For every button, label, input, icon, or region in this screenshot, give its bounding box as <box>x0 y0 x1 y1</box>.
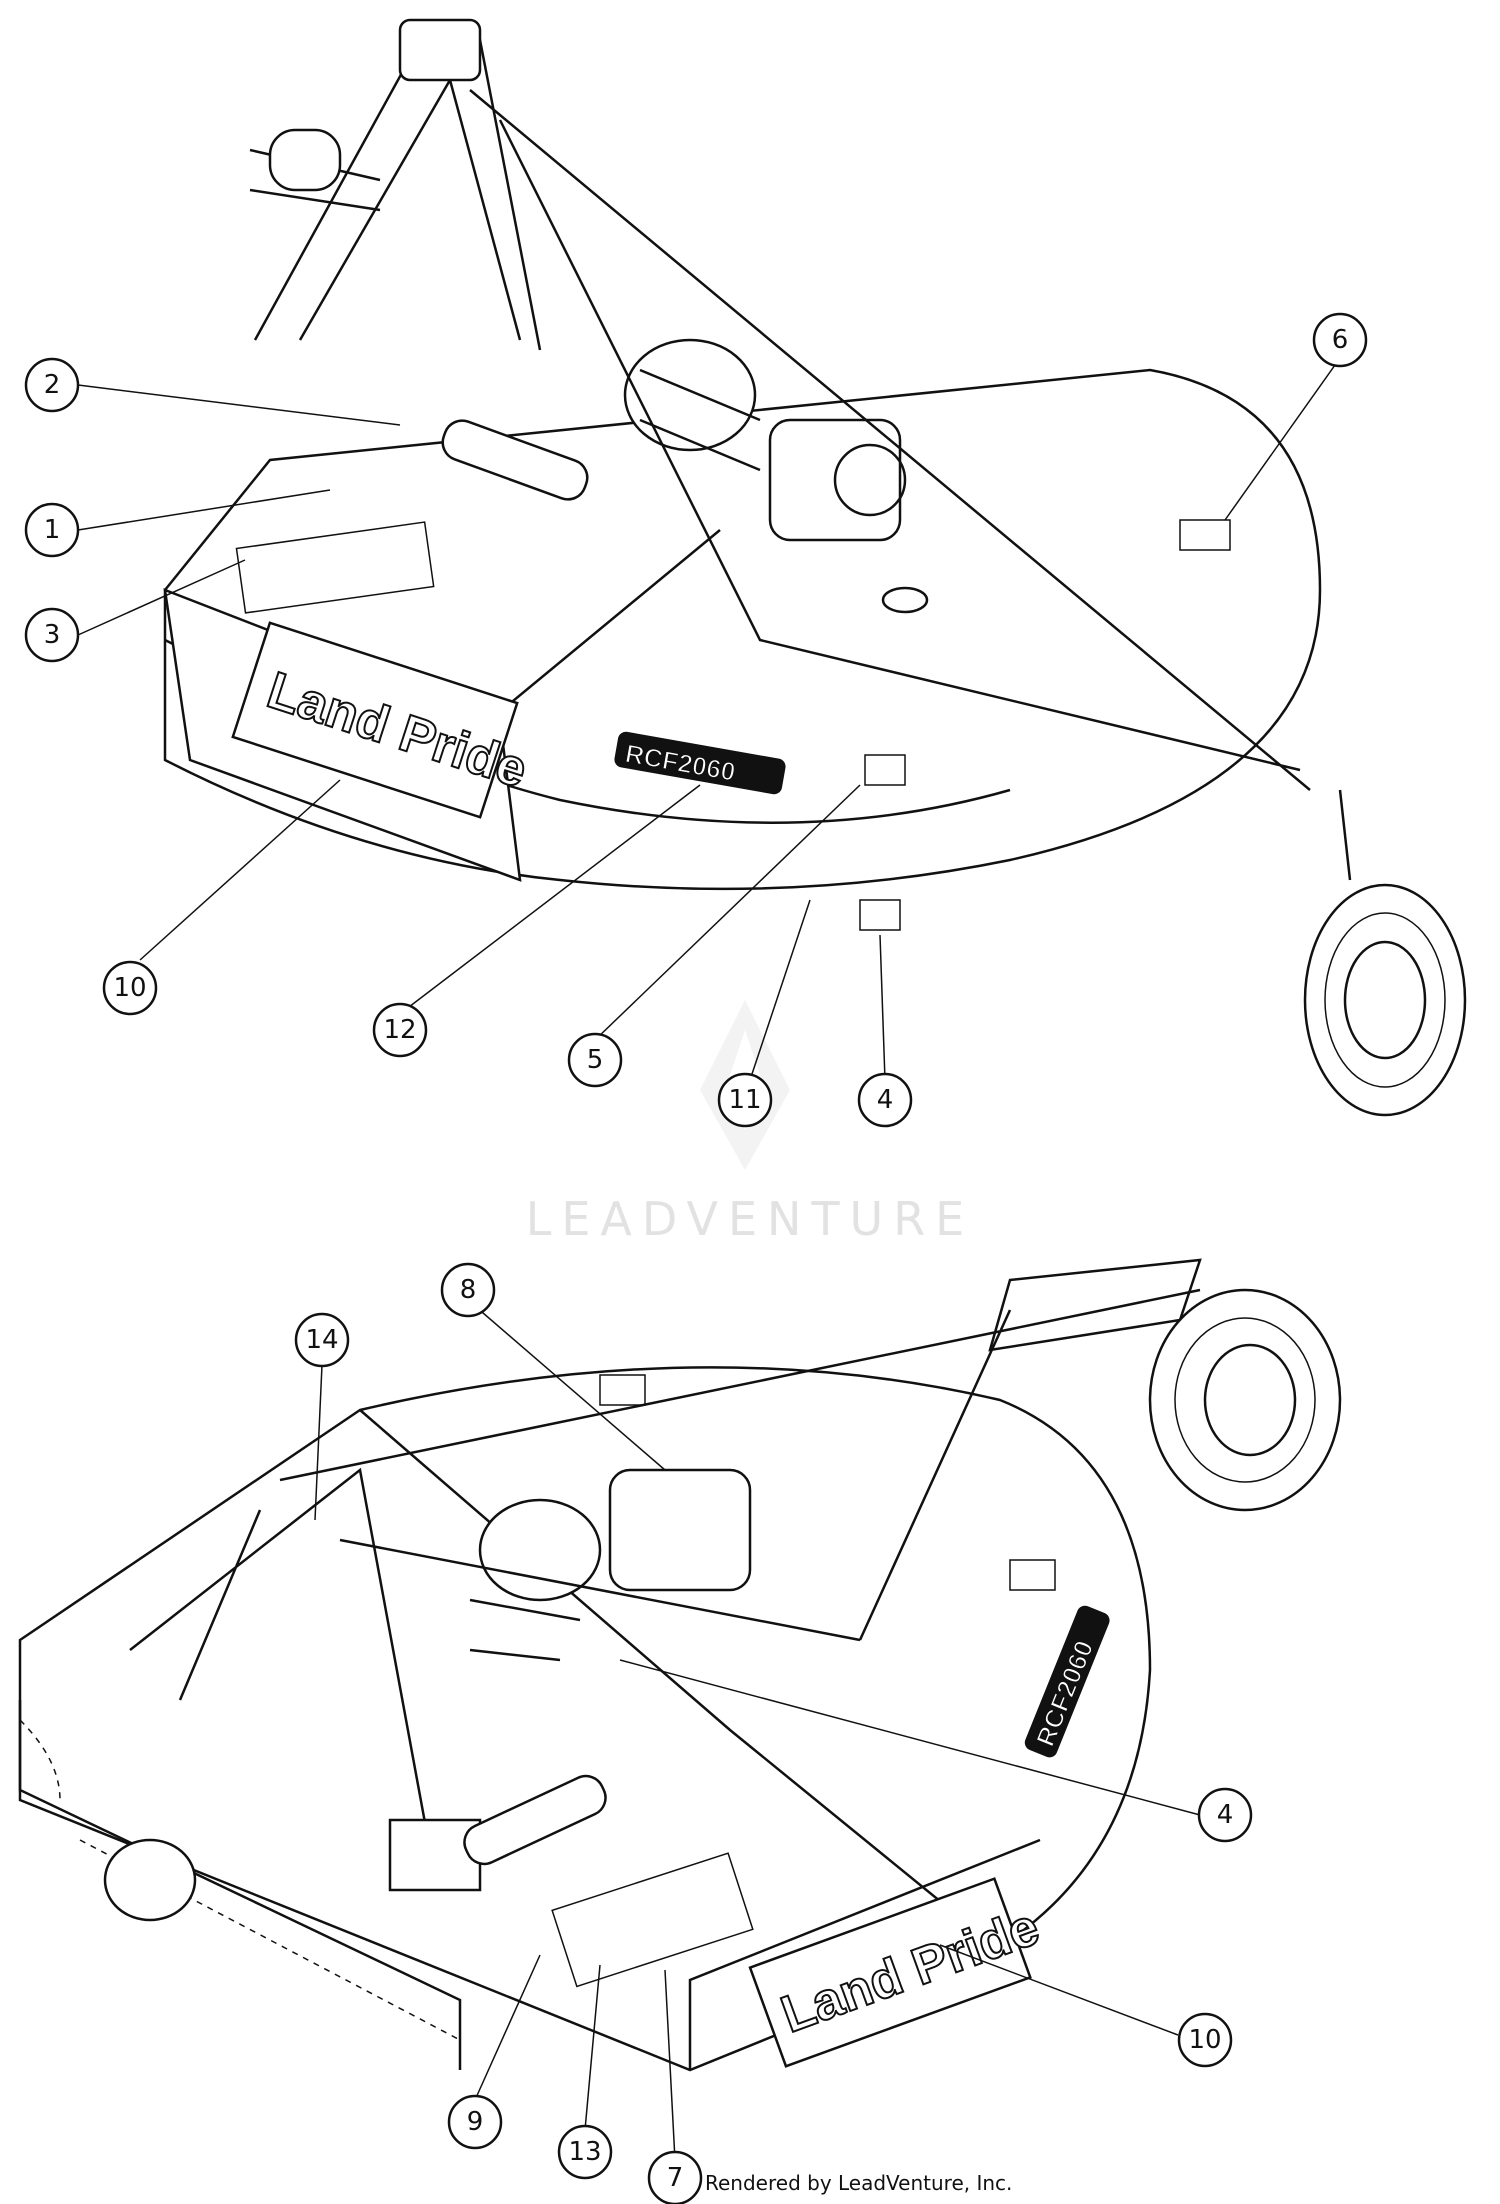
svg-text:7: 7 <box>667 2163 684 2193</box>
svg-text:4: 4 <box>877 1085 894 1115</box>
callout-4-bottom: 4 <box>1197 1787 1253 1843</box>
callout-8: 8 <box>440 1262 496 1318</box>
svg-text:12: 12 <box>383 1015 416 1045</box>
callout-10-bottom: 10 <box>1177 2012 1233 2068</box>
svg-text:14: 14 <box>305 1325 338 1355</box>
callout-7: 7 <box>647 2150 703 2204</box>
svg-text:6: 6 <box>1332 325 1349 355</box>
mower-bottom-view: Land Pride RCF2060 <box>18 1258 1342 2072</box>
callout-4-top: 4 <box>857 1072 913 1128</box>
svg-text:2: 2 <box>44 370 61 400</box>
callout-leaders-top <box>77 357 1341 1081</box>
callout-3: 3 <box>24 607 80 663</box>
svg-text:3: 3 <box>44 620 61 650</box>
callout-leaders-bottom <box>314 1299 1201 2161</box>
svg-text:10: 10 <box>1188 2025 1221 2055</box>
callout-13: 13 <box>557 2124 613 2180</box>
callout-6: 6 <box>1312 312 1368 368</box>
svg-text:8: 8 <box>460 1275 477 1305</box>
callout-9: 9 <box>447 2094 503 2150</box>
watermark-text: LEADVENTURE <box>526 1192 975 1246</box>
svg-text:4: 4 <box>1217 1800 1234 1830</box>
callout-2: 2 <box>24 357 80 413</box>
callout-5: 5 <box>567 1032 623 1088</box>
svg-text:10: 10 <box>113 973 146 1003</box>
svg-text:5: 5 <box>587 1045 604 1075</box>
callout-10-top: 10 <box>102 960 158 1016</box>
callout-12: 12 <box>372 1002 428 1058</box>
mower-top-view: Land Pride RCF2060 <box>163 18 1467 1117</box>
svg-text:13: 13 <box>568 2137 601 2167</box>
svg-text:11: 11 <box>728 1085 761 1115</box>
svg-text:1: 1 <box>44 515 61 545</box>
callout-11: 11 <box>717 1072 773 1128</box>
svg-text:9: 9 <box>467 2107 484 2137</box>
callout-1: 1 <box>24 502 80 558</box>
callout-14: 14 <box>294 1312 350 1368</box>
credit-text: Rendered by LeadVenture, Inc. <box>705 2171 1012 2195</box>
